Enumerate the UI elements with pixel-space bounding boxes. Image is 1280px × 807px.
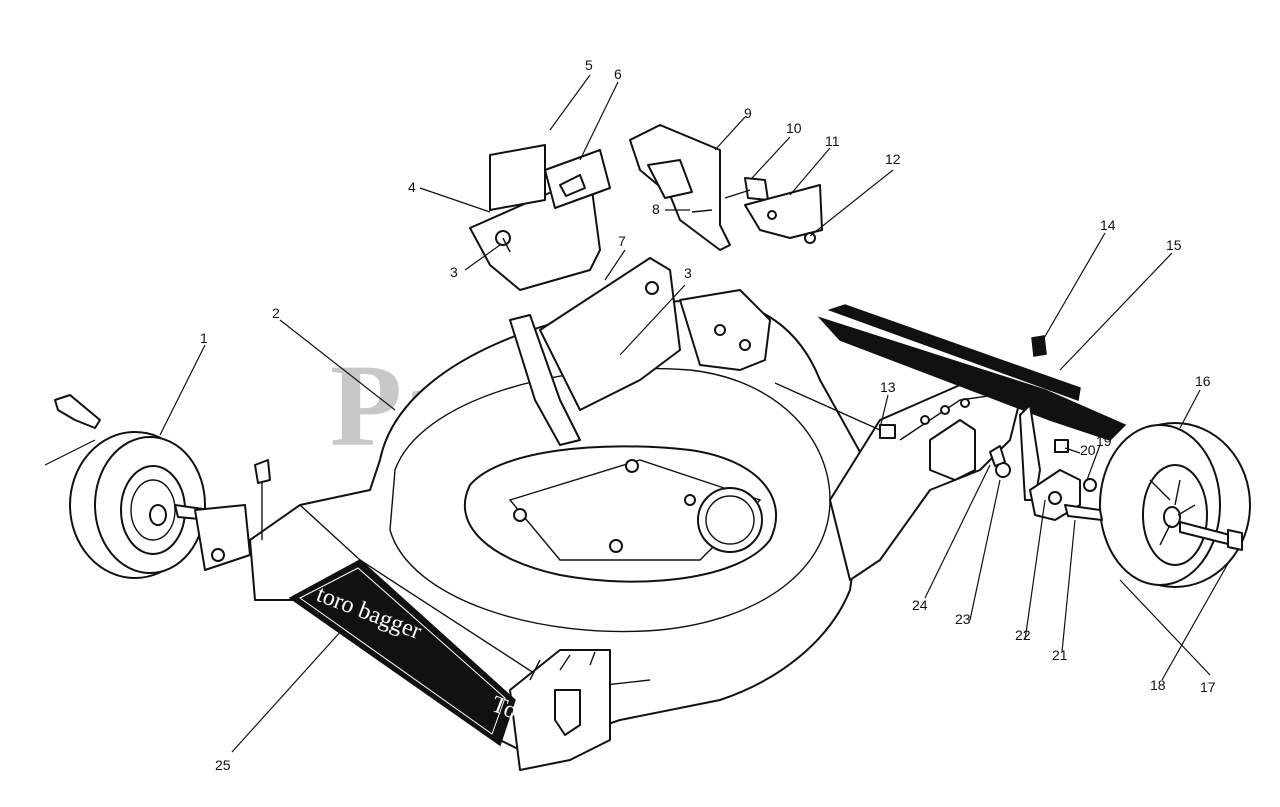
callout-1: 1 <box>200 330 208 346</box>
callout-19: 19 <box>1096 433 1112 449</box>
callout-3b: 3 <box>684 265 692 281</box>
rear-flap <box>817 304 1127 441</box>
callout-22: 22 <box>1015 627 1031 643</box>
callout-9: 9 <box>744 105 752 121</box>
rear-wheel <box>1099 422 1251 588</box>
callout-7: 7 <box>618 233 626 249</box>
callout-13: 13 <box>880 379 896 395</box>
callout-16: 16 <box>1195 373 1211 389</box>
leader-lines <box>44 74 1231 753</box>
callout-3a: 3 <box>450 264 458 280</box>
height-adjuster <box>879 404 1103 521</box>
deck-decal: toro bagger To <box>288 559 520 747</box>
front-wheel <box>54 394 271 579</box>
callout-25: 25 <box>215 757 231 773</box>
callout-8: 8 <box>652 201 660 217</box>
callout-21: 21 <box>1052 647 1068 663</box>
callout-18: 18 <box>1150 677 1166 693</box>
callout-24: 24 <box>912 597 928 613</box>
callout-4: 4 <box>408 179 416 195</box>
callout-10: 10 <box>786 120 802 136</box>
callout-20: 20 <box>1080 442 1096 458</box>
callout-12: 12 <box>885 151 901 167</box>
callout-23: 23 <box>955 611 971 627</box>
callout-15: 15 <box>1166 237 1182 253</box>
callout-6: 6 <box>614 66 622 82</box>
rear-axle-bracket <box>774 379 1021 581</box>
callout-14: 14 <box>1100 217 1116 233</box>
handle-bracket <box>629 124 823 251</box>
callout-2: 2 <box>272 305 280 321</box>
callouts: 1 2 3 3 4 5 6 7 8 9 10 11 12 13 14 15 16… <box>200 57 1216 773</box>
callout-5: 5 <box>585 57 593 73</box>
callout-11: 11 <box>825 133 840 149</box>
callout-17: 17 <box>1200 679 1216 695</box>
